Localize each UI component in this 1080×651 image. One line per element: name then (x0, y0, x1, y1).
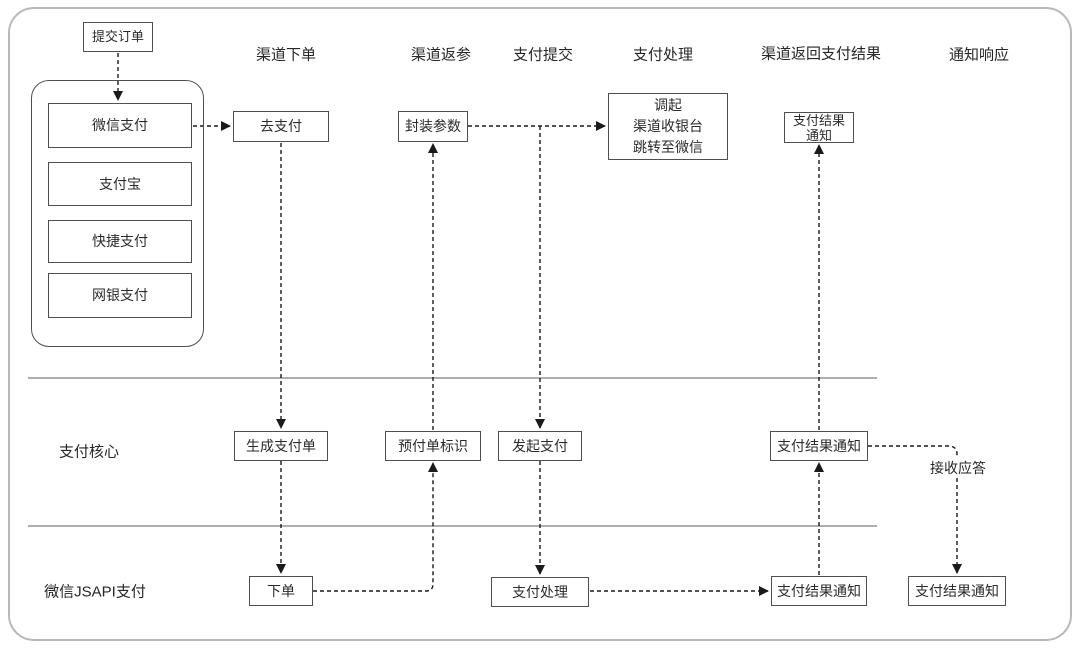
node-invoke-cashier: 调起 渠道收银台 跳转至微信 (608, 93, 728, 160)
node-go-pay: 去支付 (233, 111, 329, 142)
column-header-channel-return-result: 渠道返回支付结果 (760, 45, 882, 63)
node-alipay: 支付宝 (48, 162, 192, 206)
node-pay-handle: 支付处理 (491, 577, 589, 607)
connector-core-to-receiveack (868, 445, 958, 458)
column-header-pay-submit: 支付提交 (512, 46, 574, 64)
node-pay-result-notice-channel-line2: 通知 (805, 127, 832, 143)
column-header-channel-order: 渠道下单 (255, 46, 317, 64)
column-header-notify-response: 通知响应 (948, 46, 1010, 64)
column-header-pay-process: 支付处理 (632, 46, 694, 64)
connector-placeorder-to-prepayid (313, 462, 438, 592)
node-quick-pay: 快捷支付 (48, 220, 192, 263)
column-header-channel-return: 渠道返参 (410, 46, 472, 64)
node-invoke-cashier-line2: 渠道收银台 (633, 118, 703, 134)
node-gen-pay-order: 生成支付单 (234, 431, 328, 461)
node-wechat-pay: 微信支付 (48, 103, 192, 148)
label-receive-ack: 接收应答 (928, 458, 988, 478)
lane-label-pay-core: 支付核心 (58, 443, 120, 461)
node-netbank-pay: 网银支付 (48, 273, 192, 318)
node-submit-order: 提交订单 (83, 22, 153, 52)
node-place-order: 下单 (249, 576, 313, 606)
node-pay-result-notice-core: 支付结果通知 (770, 431, 868, 461)
node-wrap-params: 封装参数 (398, 111, 468, 142)
node-pay-result-notice-jsapi: 支付结果通知 (771, 576, 867, 606)
node-pay-result-notice-channel-line1: 支付结果 (792, 112, 845, 128)
node-initiate-pay: 发起支付 (498, 431, 582, 461)
lane-label-wechat-jsapi: 微信JSAPI支付 (44, 583, 146, 601)
node-pay-result-notice-response: 支付结果通知 (908, 576, 1006, 606)
node-prepay-id: 预付单标识 (385, 431, 481, 461)
node-invoke-cashier-line1: 调起 (654, 97, 682, 113)
node-invoke-cashier-line3: 跳转至微信 (633, 139, 703, 155)
node-pay-result-notice-channel: 支付结果 通知 (784, 112, 854, 143)
